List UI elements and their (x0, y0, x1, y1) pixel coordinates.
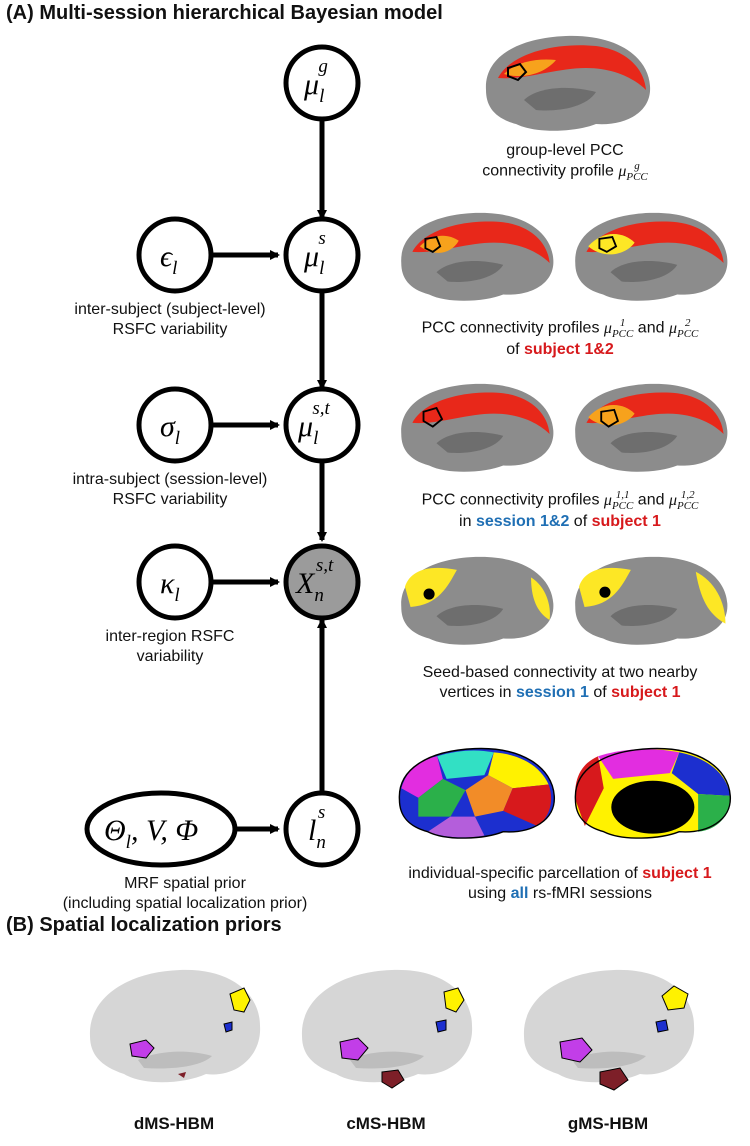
brain-subject2-pcc (575, 212, 728, 301)
svg-text:Xns,t: Xns,t (295, 555, 334, 606)
svg-text:μls,t: μls,t (297, 398, 330, 449)
caption-mrf-prior: MRF spatial prior (including spatial loc… (62, 875, 308, 912)
caption-sigma: intra-subject (session-level) RSFC varia… (72, 471, 268, 508)
brain-subject1-pcc (401, 212, 554, 301)
model-label-dms: dMS-HBM (133, 1114, 215, 1133)
svg-text:lns: lns (308, 802, 326, 853)
svg-text:σl: σl (160, 410, 180, 449)
node-observed: Xns,t (283, 543, 361, 621)
node-label: lns (283, 790, 361, 868)
prior-brain-cms (301, 969, 473, 1089)
svg-text:ϵl: ϵl (160, 240, 177, 279)
svg-text:κl: κl (160, 567, 180, 606)
brain-seed-vertex2 (575, 556, 728, 645)
node-sigma: σl (136, 386, 214, 464)
brain-parcellation-medial (574, 747, 731, 839)
brain-seed-vertex1 (401, 556, 554, 645)
brain-parcellation-lateral (398, 747, 555, 839)
brain-group-pcc (485, 35, 651, 131)
panel-b-title: (B) Spatial localization priors (6, 914, 282, 936)
node-group-mean: μlg (283, 44, 361, 122)
node-kappa: κl (136, 543, 214, 621)
prior-brain-gms (523, 969, 695, 1091)
node-epsilon: ϵl (136, 216, 214, 294)
node-mrf-prior: Θl, V, Φ (84, 790, 238, 868)
brain-session1-pcc (401, 383, 554, 472)
node-session-mean: μls,t (283, 386, 361, 464)
svg-text:Θl, V, Φ: Θl, V, Φ (104, 814, 198, 853)
panel-a-title: (A) Multi-session hierarchical Bayesian … (6, 2, 443, 24)
caption-epsilon: inter-subject (subject-level) RSFC varia… (74, 301, 266, 338)
model-label-cms: cMS-HBM (346, 1114, 426, 1133)
svg-text:μls: μls (303, 228, 326, 279)
caption-parcellation: individual-specific parcellation of subj… (408, 865, 712, 902)
prior-brain-dms (89, 969, 261, 1083)
svg-text:μlg: μlg (303, 56, 328, 107)
node-subject-mean: μls (283, 216, 361, 294)
brain-session2-pcc (575, 383, 728, 472)
model-label-gms: gMS-HBM (567, 1114, 649, 1133)
caption-kappa: inter-region RSFC variability (105, 628, 235, 665)
caption-seed-connectivity: Seed-based connectivity at two nearby ve… (422, 664, 698, 701)
